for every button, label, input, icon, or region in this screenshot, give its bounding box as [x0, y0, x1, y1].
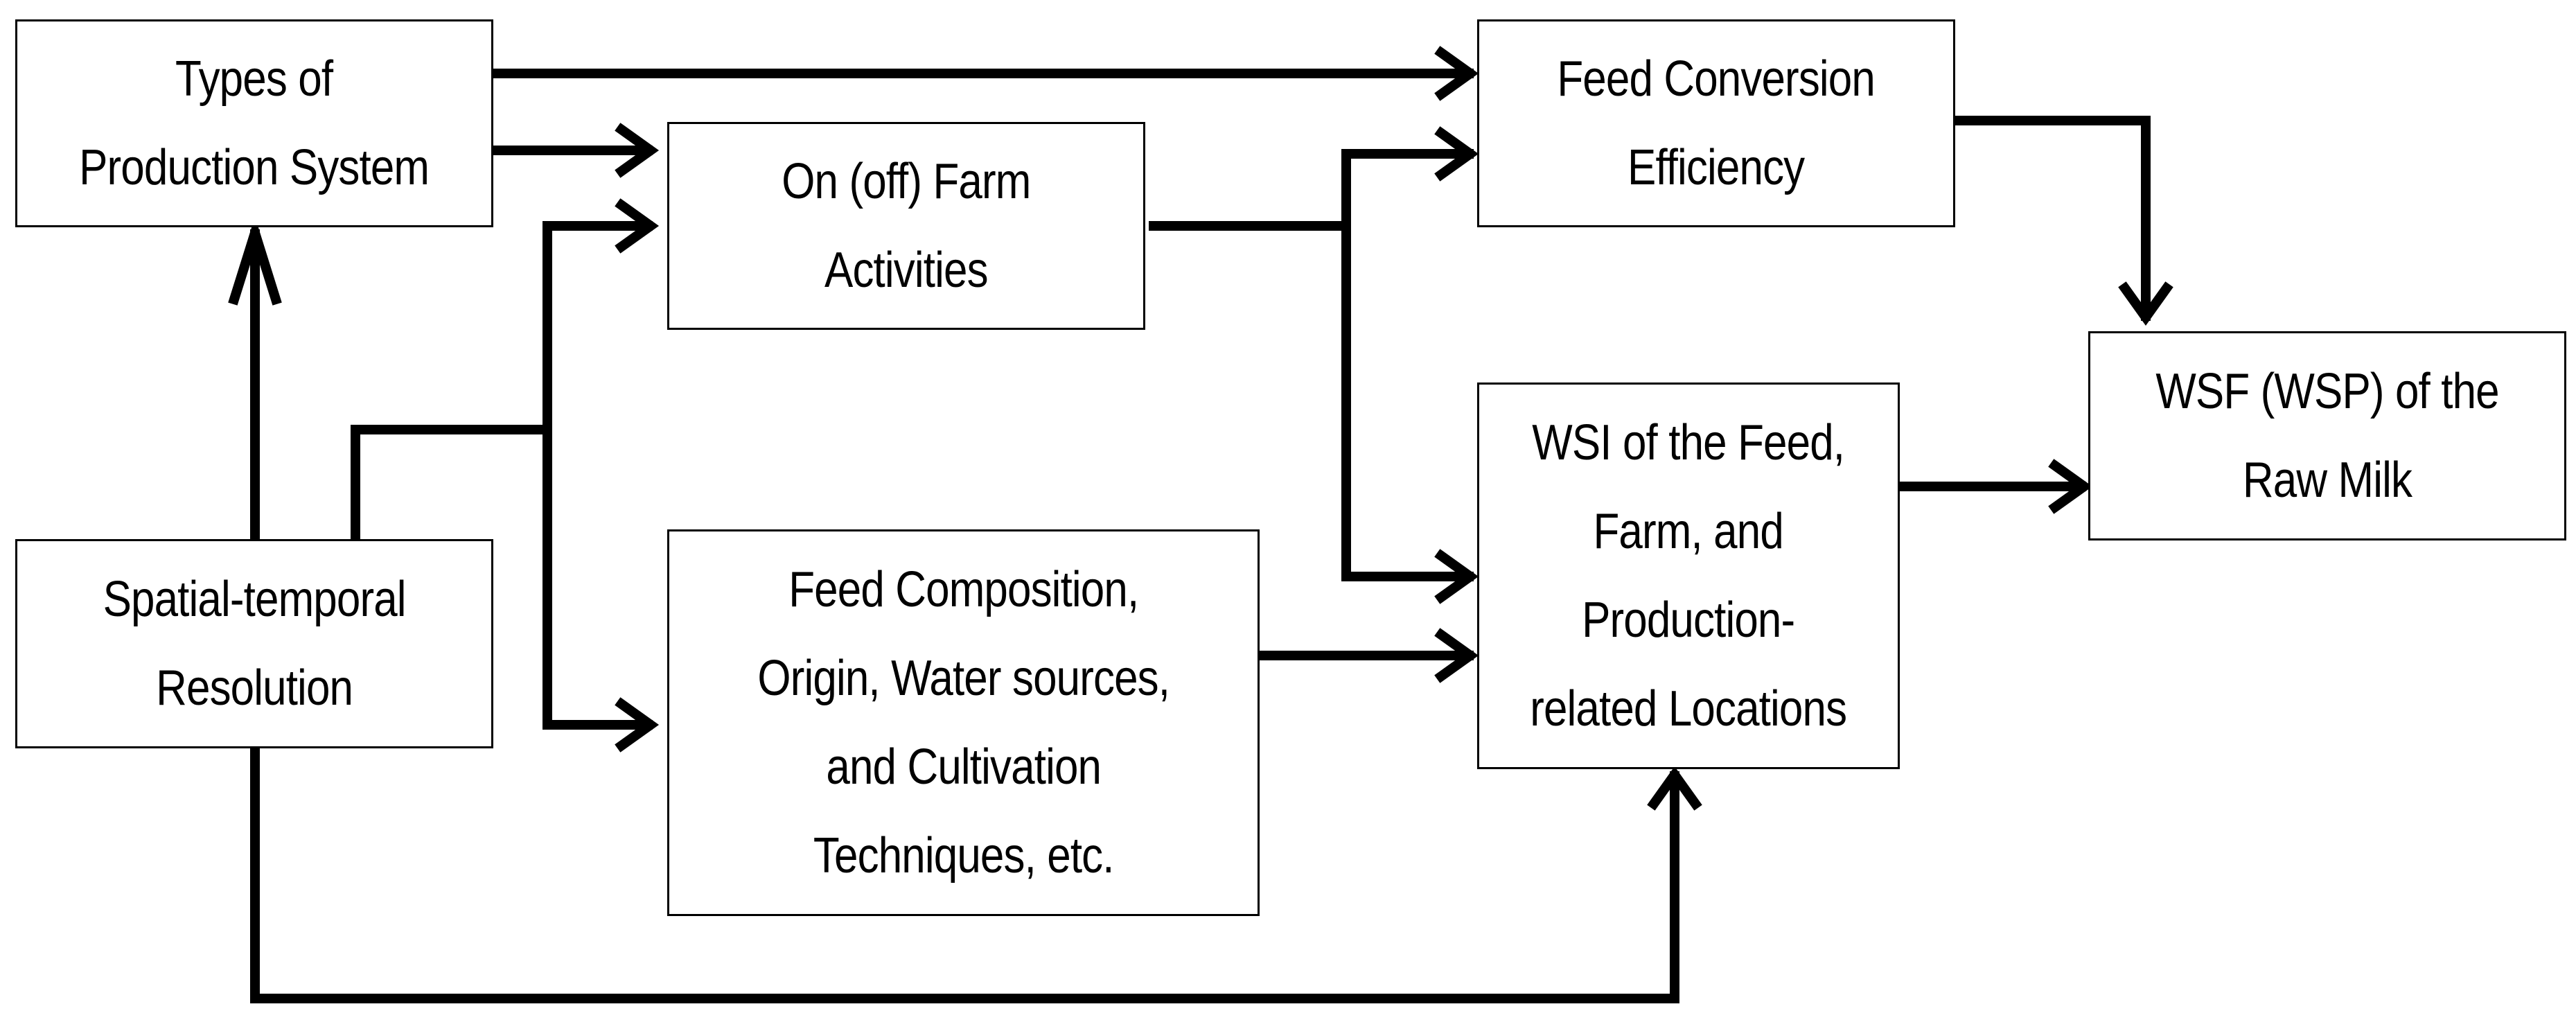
arrowhead-spatial-to-production	[228, 216, 282, 306]
wsf-raw-milk-box: WSF (WSP) of the Raw Milk	[2088, 331, 2566, 540]
arrowhead-fork-to-feed-composition	[615, 697, 660, 753]
feed-conversion-box: Feed Conversion Efficiency	[1477, 19, 1955, 227]
arrowhead-junction-to-feed-conversion	[1434, 126, 1479, 182]
branch-spatial-to-fork	[351, 425, 552, 544]
wsi-locations-label: WSI of the Feed, Farm, and Production- r…	[1530, 415, 1848, 737]
wsf-raw-milk-label: WSF (WSP) of the Raw Milk	[2155, 364, 2499, 508]
arrowhead-production-to-farm-activities	[615, 123, 660, 178]
arrow-spatial-to-wsi	[250, 744, 1679, 1003]
farm-activities-label: On (off) Farm Activities	[782, 154, 1031, 298]
arrowhead-junction-to-wsi	[1434, 549, 1479, 604]
arrowhead-fork-to-farm-activities	[615, 198, 660, 254]
arrow-feed-conversion-to-wsf	[1949, 116, 2151, 321]
production-system-label: Types of Production System	[79, 51, 430, 195]
spatial-temporal-label: Spatial-temporal Resolution	[103, 572, 406, 716]
arrowhead-feed-conversion-to-wsf	[2118, 281, 2173, 326]
wsi-locations-box: WSI of the Feed, Farm, and Production- r…	[1477, 382, 1900, 769]
arrowhead-wsi-to-wsf	[2048, 459, 2093, 514]
feed-conversion-label: Feed Conversion Efficiency	[1557, 51, 1876, 195]
arrowhead-feed-composition-to-wsi	[1434, 628, 1479, 683]
arrowhead-spatial-to-wsi	[1647, 766, 1702, 811]
feed-composition-label: Feed Composition, Origin, Water sources,…	[757, 562, 1170, 883]
arrowhead-production-to-feed-conversion	[1434, 46, 1479, 101]
production-system-box: Types of Production System	[15, 19, 493, 227]
spatial-temporal-box: Spatial-temporal Resolution	[15, 539, 493, 748]
farm-activities-box: On (off) Farm Activities	[667, 122, 1145, 330]
feed-composition-box: Feed Composition, Origin, Water sources,…	[667, 529, 1260, 916]
